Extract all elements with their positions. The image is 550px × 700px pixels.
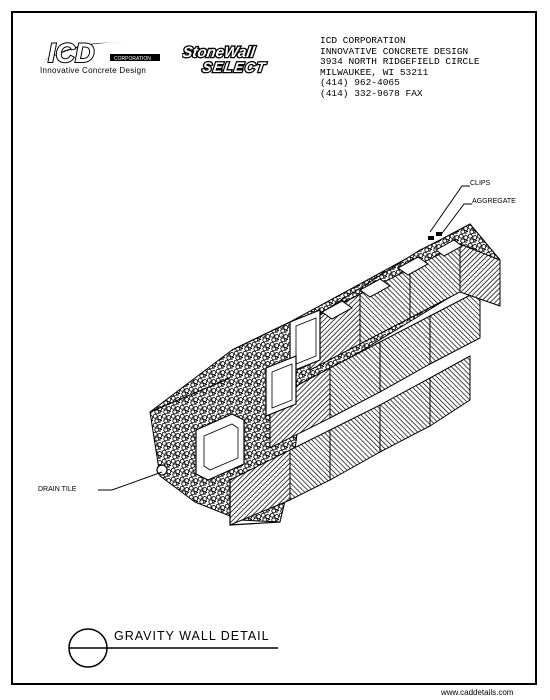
clips-label: CLIPS xyxy=(470,180,491,187)
address-line: 3934 NORTH RIDGEFIELD CIRCLE xyxy=(320,56,480,67)
drain-tile-label: DRAIN TILE xyxy=(38,486,77,493)
aggregate-label: AGGREGATE xyxy=(472,198,516,205)
website-credit: www.caddetails.com xyxy=(441,688,514,697)
address-line: MILWAUKEE, WI 53211 xyxy=(320,66,429,78)
icd-logo: ICD CORPORATION xyxy=(42,37,160,69)
stonewall-select-logo: StoneWall SELECT xyxy=(182,43,269,76)
icd-logo-subtext: CORPORATION xyxy=(114,56,151,62)
company-address-block: ICD CORPORATION INNOVATIVE CONCRETE DESI… xyxy=(320,35,480,99)
open-cells xyxy=(195,309,321,481)
block-course-upper xyxy=(309,243,501,371)
select-text: SELECT xyxy=(201,59,267,75)
drawing-title: GRAVITY WALL DETAIL xyxy=(114,629,270,643)
address-line: (414) 962-4065 xyxy=(320,77,400,88)
address-line: INNOVATIVE CONCRETE DESIGN xyxy=(320,45,469,57)
wall-edges xyxy=(149,321,291,526)
stonewall-text: StoneWall xyxy=(182,44,257,61)
drawing-border xyxy=(11,11,537,685)
icd-logo-text: ICD xyxy=(48,38,95,68)
address-line: ICD CORPORATION xyxy=(320,35,406,46)
leader-lines xyxy=(98,185,472,491)
block-course-middle xyxy=(269,289,481,449)
address-line: (414) 332-9678 FAX xyxy=(320,87,423,99)
tagline: Innovative Concrete Design xyxy=(40,66,147,75)
block-cells xyxy=(321,239,463,320)
block-course-lower xyxy=(229,355,471,526)
title-symbol xyxy=(68,628,278,668)
clips xyxy=(428,232,442,240)
